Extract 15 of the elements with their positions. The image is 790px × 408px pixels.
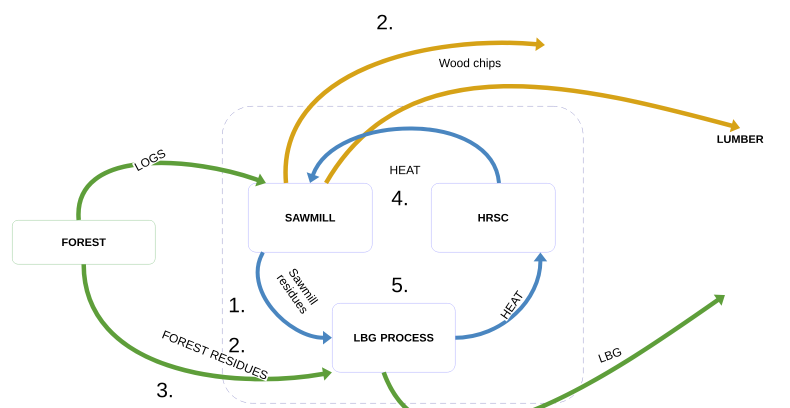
step-number: 5. <box>392 278 407 292</box>
process-box: HRSC <box>431 183 556 252</box>
step-number: 1. <box>230 298 244 312</box>
edge-label: HEAT <box>388 164 422 176</box>
flow-arrow <box>382 294 725 408</box>
text-label: LUMBER <box>718 135 764 144</box>
step-number: 2. <box>377 14 392 30</box>
step-number: 4. <box>392 190 407 206</box>
process-box: SAWMILL <box>248 183 372 252</box>
edge-label: Wood chips <box>438 57 502 71</box>
process-box: LBG PROCESS <box>332 303 456 372</box>
edge-label: LBG <box>596 346 624 364</box>
step-number: 3. <box>157 382 172 398</box>
source-box: FOREST <box>12 220 156 264</box>
step-number: 2. <box>229 338 244 352</box>
